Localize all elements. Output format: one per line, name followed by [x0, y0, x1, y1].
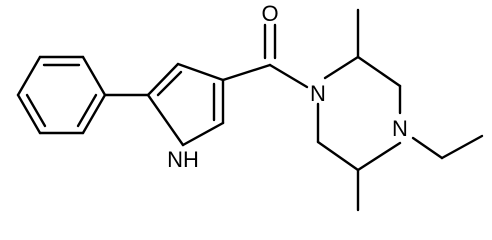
chemical-structure-diagram: O NH N N	[16, 1, 484, 212]
pyrrole-nh-label: NH	[167, 147, 199, 172]
molecule-drawing: O NH N N	[16, 1, 484, 212]
amide-nitrogen-label: N	[310, 81, 326, 106]
ethyl-group	[411, 134, 484, 160]
amine-nitrogen-label: N	[392, 116, 408, 141]
oxygen-atom-label: O	[261, 1, 278, 26]
piperazine-ring	[316, 55, 402, 172]
phenyl-ring	[16, 55, 107, 135]
pyrrole-ring	[146, 62, 225, 147]
carbonyl-group	[221, 23, 309, 89]
